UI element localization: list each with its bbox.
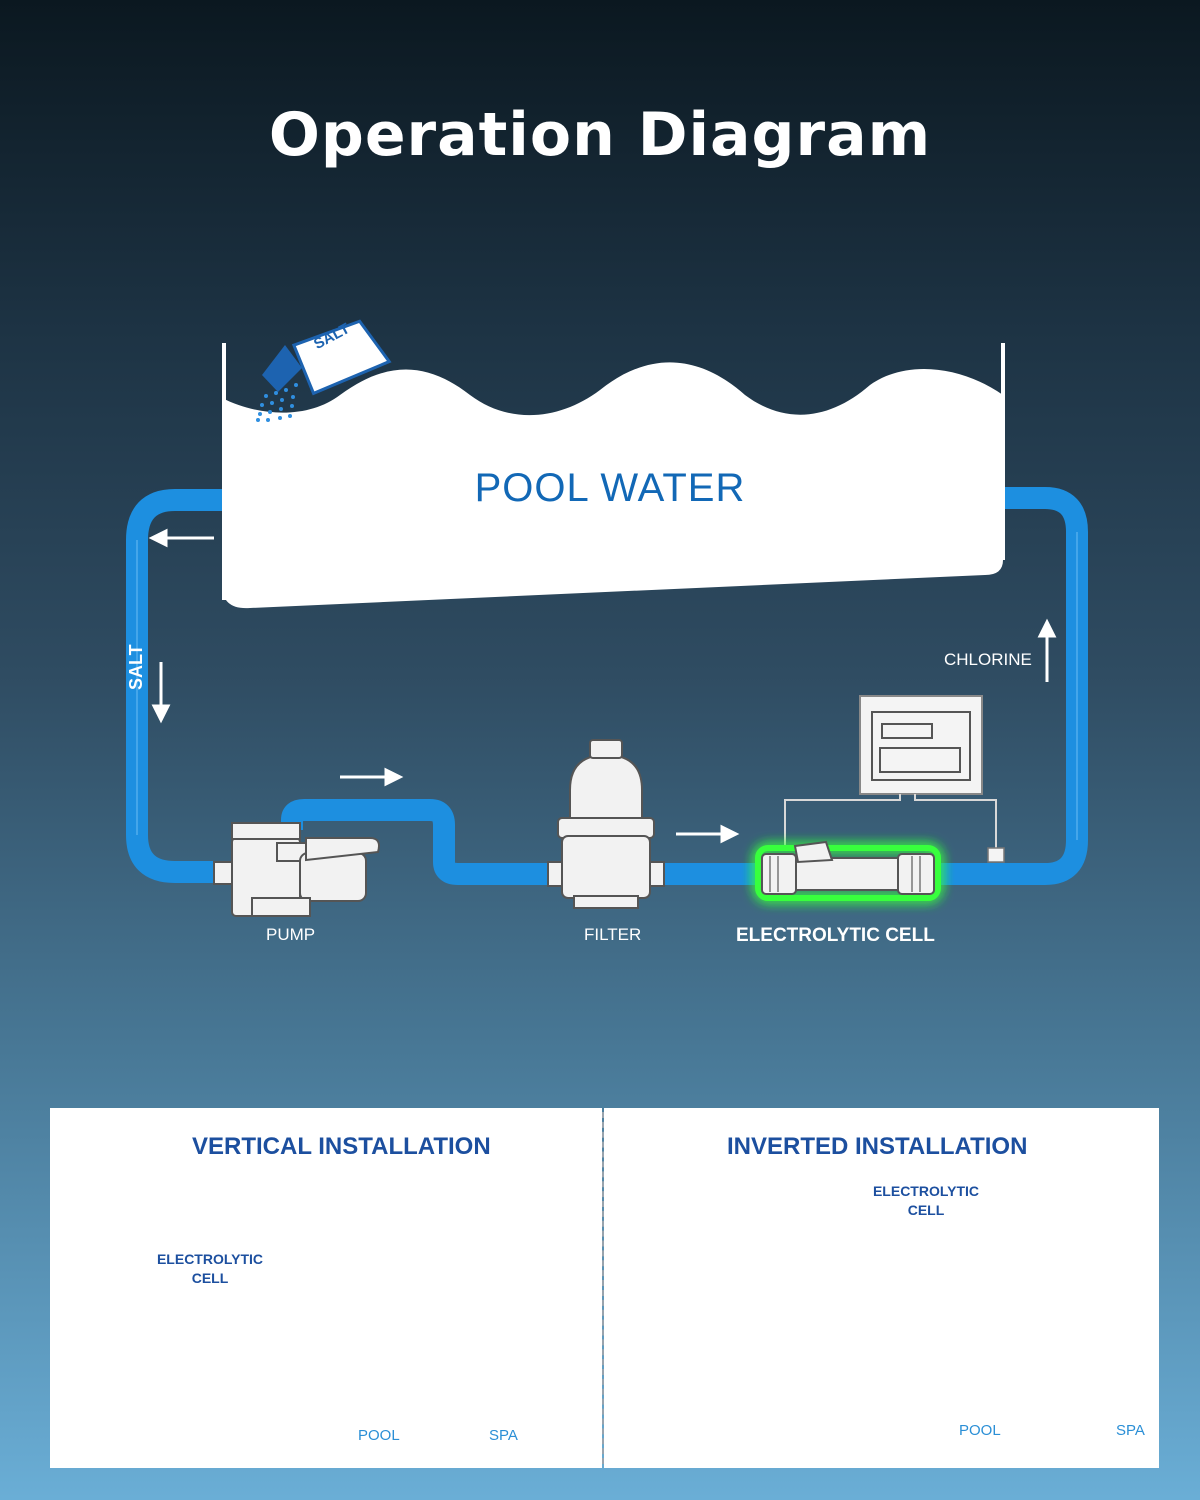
inverted-cell-label-line2: CELL [907,1202,945,1218]
electrolytic-cell-label: ELECTROLYTIC CELL [736,925,935,946]
chlorine-flow-label: CHLORINE [944,650,1032,669]
electrolytic-cell-icon [755,840,941,901]
inverted-cell-label: ELECTROLYTIC CELL [866,1182,986,1220]
pump-label: PUMP [266,925,316,944]
inverted-installation-panel [604,1108,1159,1468]
controller-box [784,695,1005,863]
inverted-pool-label: POOL [959,1422,1001,1439]
vertical-pool-label: POOL [358,1427,400,1444]
inverted-installation-title: INVERTED INSTALLATION [727,1133,1028,1160]
vertical-cell-label-line1: ELECTROLYTIC [156,1251,264,1267]
flow-arrows [148,528,1057,844]
filter-icon [547,739,665,909]
vertical-cell-label: ELECTROLYTIC CELL [150,1250,270,1288]
page-title: Operation Diagram [268,100,932,170]
inverted-cell-label-line1: ELECTROLYTIC [872,1183,980,1199]
inverted-spa-label: SPA [1116,1422,1145,1439]
pool-tank [222,343,1005,609]
pool-water-label: POOL WATER [474,466,746,510]
panel-divider [602,1112,604,1464]
vertical-installation-panel [50,1108,602,1468]
salt-flow-label: SALT [126,644,146,690]
vertical-cell-label-line2: CELL [191,1270,229,1286]
filter-label: FILTER [584,925,642,944]
pump-icon [213,822,380,917]
vertical-installation-title: VERTICAL INSTALLATION [192,1133,491,1160]
salt-bag-icon [256,319,392,422]
vertical-spa-label: SPA [489,1427,518,1444]
